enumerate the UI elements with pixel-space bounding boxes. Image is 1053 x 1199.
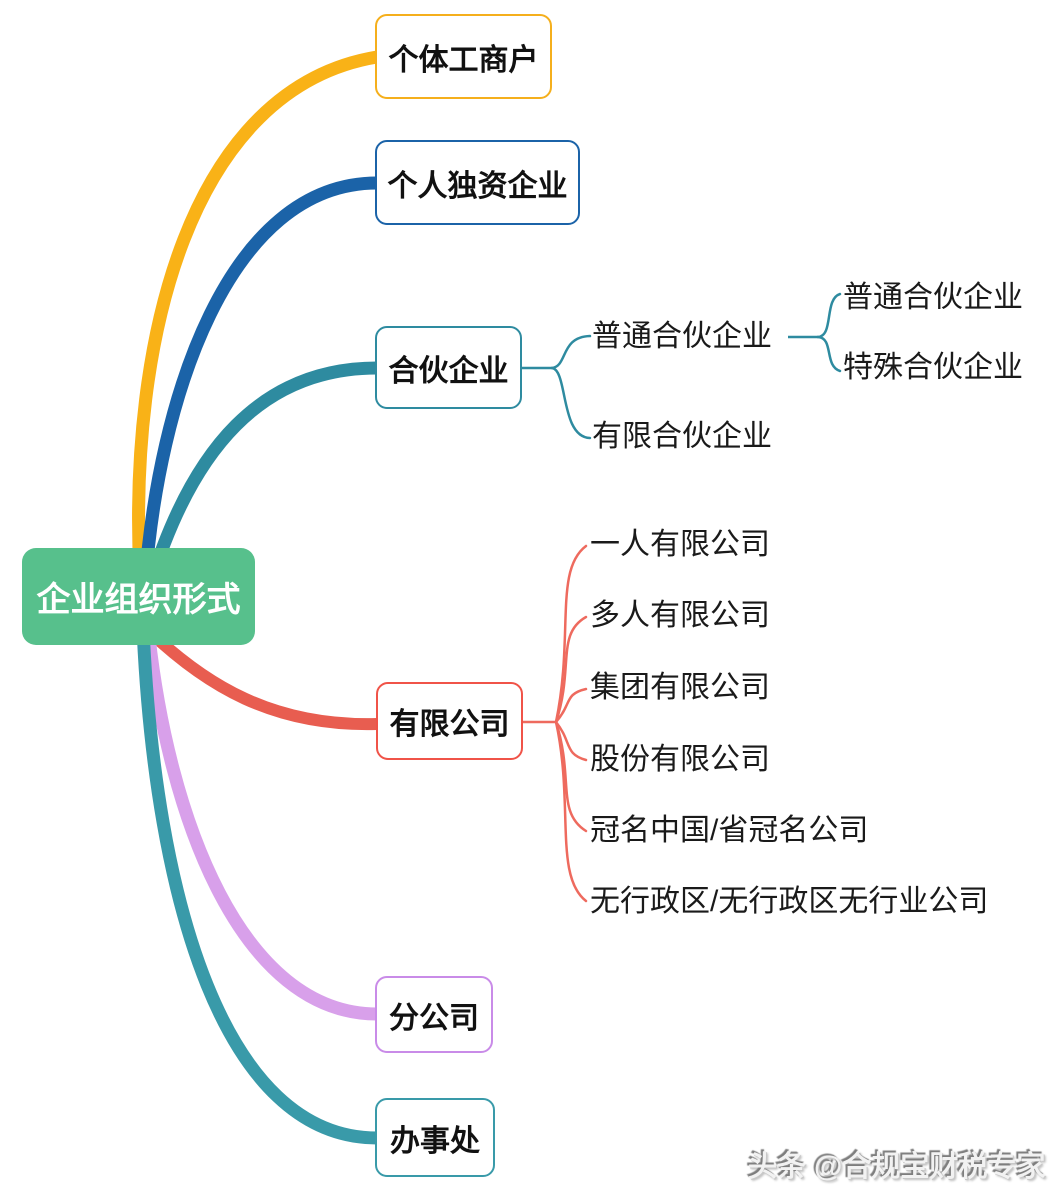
connector-hehuo-child1 xyxy=(550,334,592,370)
node-getigongshanghu[interactable]: 个体工商户 xyxy=(375,14,552,99)
node-putong-hehuo-qiye-l3[interactable]: 普通合伙企业 xyxy=(843,281,1023,314)
node-youxian-hehuo-qiye[interactable]: 有限合伙企业 xyxy=(592,420,772,453)
root-node-label: 企业组织形式 xyxy=(36,581,241,619)
node-label: 个人独资企业 xyxy=(387,169,568,203)
connector-hehuo-child2 xyxy=(550,366,592,440)
connector-youxian-child3 xyxy=(554,687,588,724)
connector-youxian-child4 xyxy=(554,720,588,762)
node-label: 有限公司 xyxy=(389,708,510,741)
branch-curve-getigongshanghu xyxy=(132,50,384,582)
node-label: 分公司 xyxy=(389,1001,479,1035)
node-banshichu[interactable]: 办事处 xyxy=(375,1098,495,1177)
branch-curve-youxiangongsi xyxy=(144,626,383,731)
node-youxiangongsi[interactable]: 有限公司 xyxy=(376,682,523,760)
node-yiren-youxian-gongsi[interactable]: 一人有限公司 xyxy=(590,528,770,561)
connector-youxian-child1 xyxy=(554,544,588,724)
connector-youxian-child6 xyxy=(554,720,588,903)
node-label: 合伙企业 xyxy=(388,354,509,388)
connector-putong-child1 xyxy=(816,292,842,339)
node-putong-hehuo-qiye[interactable]: 普通合伙企业 xyxy=(592,320,772,353)
node-wuxingzhengqu-gongsi[interactable]: 无行政区/无行政区无行业公司 xyxy=(590,885,989,918)
node-guanming-gongsi[interactable]: 冠名中国/省冠名公司 xyxy=(590,814,869,847)
branch-curve-banshichu xyxy=(136,621,384,1145)
node-fengongsi[interactable]: 分公司 xyxy=(375,976,493,1053)
connector-youxian-child2 xyxy=(554,615,588,724)
node-gerenduziqiye[interactable]: 个人独资企业 xyxy=(375,140,580,225)
watermark-toutiao: 头条 @合规宝财税专家 xyxy=(748,1151,1046,1183)
root-node-qiye-zuzhi-xingshi[interactable]: 企业组织形式 xyxy=(22,548,255,645)
connector-putong-child2 xyxy=(816,335,842,373)
node-teshu-hehuo-qiye[interactable]: 特殊合伙企业 xyxy=(843,351,1023,384)
node-jituan-youxian-gongsi[interactable]: 集团有限公司 xyxy=(590,671,770,704)
branch-curve-hehuoqiye xyxy=(143,361,384,592)
node-hehuoqiye[interactable]: 合伙企业 xyxy=(375,326,522,409)
connector-youxian-child5 xyxy=(554,720,588,833)
branch-curve-fengongsi xyxy=(141,621,384,1021)
node-label: 办事处 xyxy=(390,1124,480,1158)
node-gufen-youxian-gongsi[interactable]: 股份有限公司 xyxy=(590,743,770,776)
node-label: 个体工商户 xyxy=(388,43,539,77)
branch-curve-gerenduzi xyxy=(138,176,384,592)
node-duoren-youxian-gongsi[interactable]: 多人有限公司 xyxy=(590,599,770,632)
